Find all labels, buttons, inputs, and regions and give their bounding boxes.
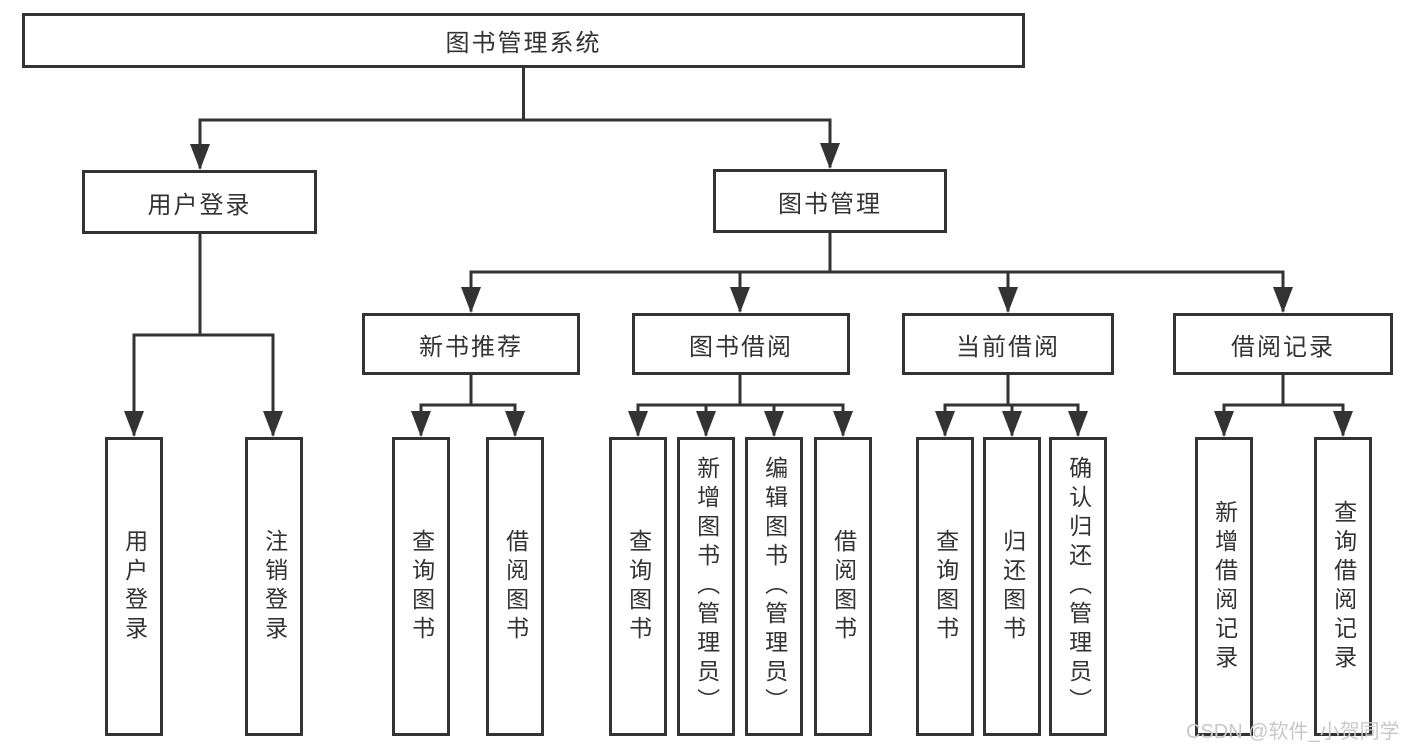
leaf-query-borrow-record: 查询借阅记录 — [1314, 437, 1372, 736]
leaf-borrow-books-label: 借阅图书 — [830, 528, 857, 645]
node-user-login-label: 用户登录 — [147, 191, 252, 219]
node-book-management: 图书管理 — [713, 169, 947, 233]
node-user-login: 用户登录 — [82, 170, 317, 234]
leaf-add-borrow-record-label: 新增借阅记录 — [1211, 499, 1238, 674]
leaf-query-books-recommend: 查询图书 — [392, 437, 450, 736]
leaf-logout: 注销登录 — [245, 437, 303, 736]
leaf-query-books-borrow: 查询图书 — [609, 437, 667, 736]
leaf-borrow-books-recommend: 借阅图书 — [486, 437, 544, 736]
leaf-query-books-current: 查询图书 — [916, 437, 974, 736]
connector-userlogin-stem — [132, 232, 275, 337]
leaf-add-book-admin: 新增图书（管理员） — [677, 437, 735, 736]
node-current-borrow-label: 当前借阅 — [956, 333, 1060, 361]
leaf-edit-book-admin-label: 编辑图书（管理员） — [761, 456, 788, 717]
leaf-borrow-books: 借阅图书 — [814, 437, 872, 736]
connector-current-stem — [943, 373, 1080, 407]
leaf-confirm-return-admin-label: 确认归还（管理员） — [1065, 456, 1092, 717]
leaf-user-login-label: 用户登录 — [121, 528, 148, 645]
node-borrow-records: 借阅记录 — [1173, 313, 1393, 375]
node-new-book-recommend: 新书推荐 — [362, 313, 580, 375]
leaf-query-books-borrow-label: 查询图书 — [625, 528, 652, 645]
leaf-add-book-admin-label: 新增图书（管理员） — [693, 456, 720, 717]
connector-borrow-stem — [636, 373, 845, 407]
node-new-book-recommend-label: 新书推荐 — [419, 333, 523, 361]
leaf-query-borrow-record-label: 查询借阅记录 — [1330, 499, 1357, 674]
csdn-watermark: CSDN @软件_小贺同学 — [1186, 721, 1400, 743]
node-borrow-records-label: 借阅记录 — [1231, 333, 1335, 361]
connector-root-stem — [198, 66, 832, 122]
leaf-user-login: 用户登录 — [105, 437, 163, 736]
node-current-borrow: 当前借阅 — [902, 313, 1114, 375]
leaf-borrow-books-recommend-label: 借阅图书 — [502, 528, 529, 645]
leaf-add-borrow-record: 新增借阅记录 — [1195, 437, 1253, 736]
leaf-logout-label: 注销登录 — [261, 528, 288, 645]
node-root-system: 图书管理系统 — [22, 13, 1025, 68]
connector-records-stem — [1222, 373, 1345, 407]
leaf-return-books-label: 归还图书 — [999, 528, 1026, 645]
connector-bookmgmt-stem — [469, 231, 1285, 274]
leaf-query-books-recommend-label: 查询图书 — [408, 528, 435, 645]
node-book-borrow-label: 图书借阅 — [689, 333, 793, 361]
leaf-confirm-return-admin: 确认归还（管理员） — [1049, 437, 1107, 736]
leaf-edit-book-admin: 编辑图书（管理员） — [745, 437, 803, 736]
node-book-management-label: 图书管理 — [778, 190, 882, 218]
node-root-label: 图书管理系统 — [445, 30, 602, 57]
leaf-query-books-current-label: 查询图书 — [932, 528, 959, 645]
leaf-return-books: 归还图书 — [983, 437, 1041, 736]
connector-newbook-stem — [419, 373, 517, 407]
node-book-borrow: 图书借阅 — [632, 313, 850, 375]
